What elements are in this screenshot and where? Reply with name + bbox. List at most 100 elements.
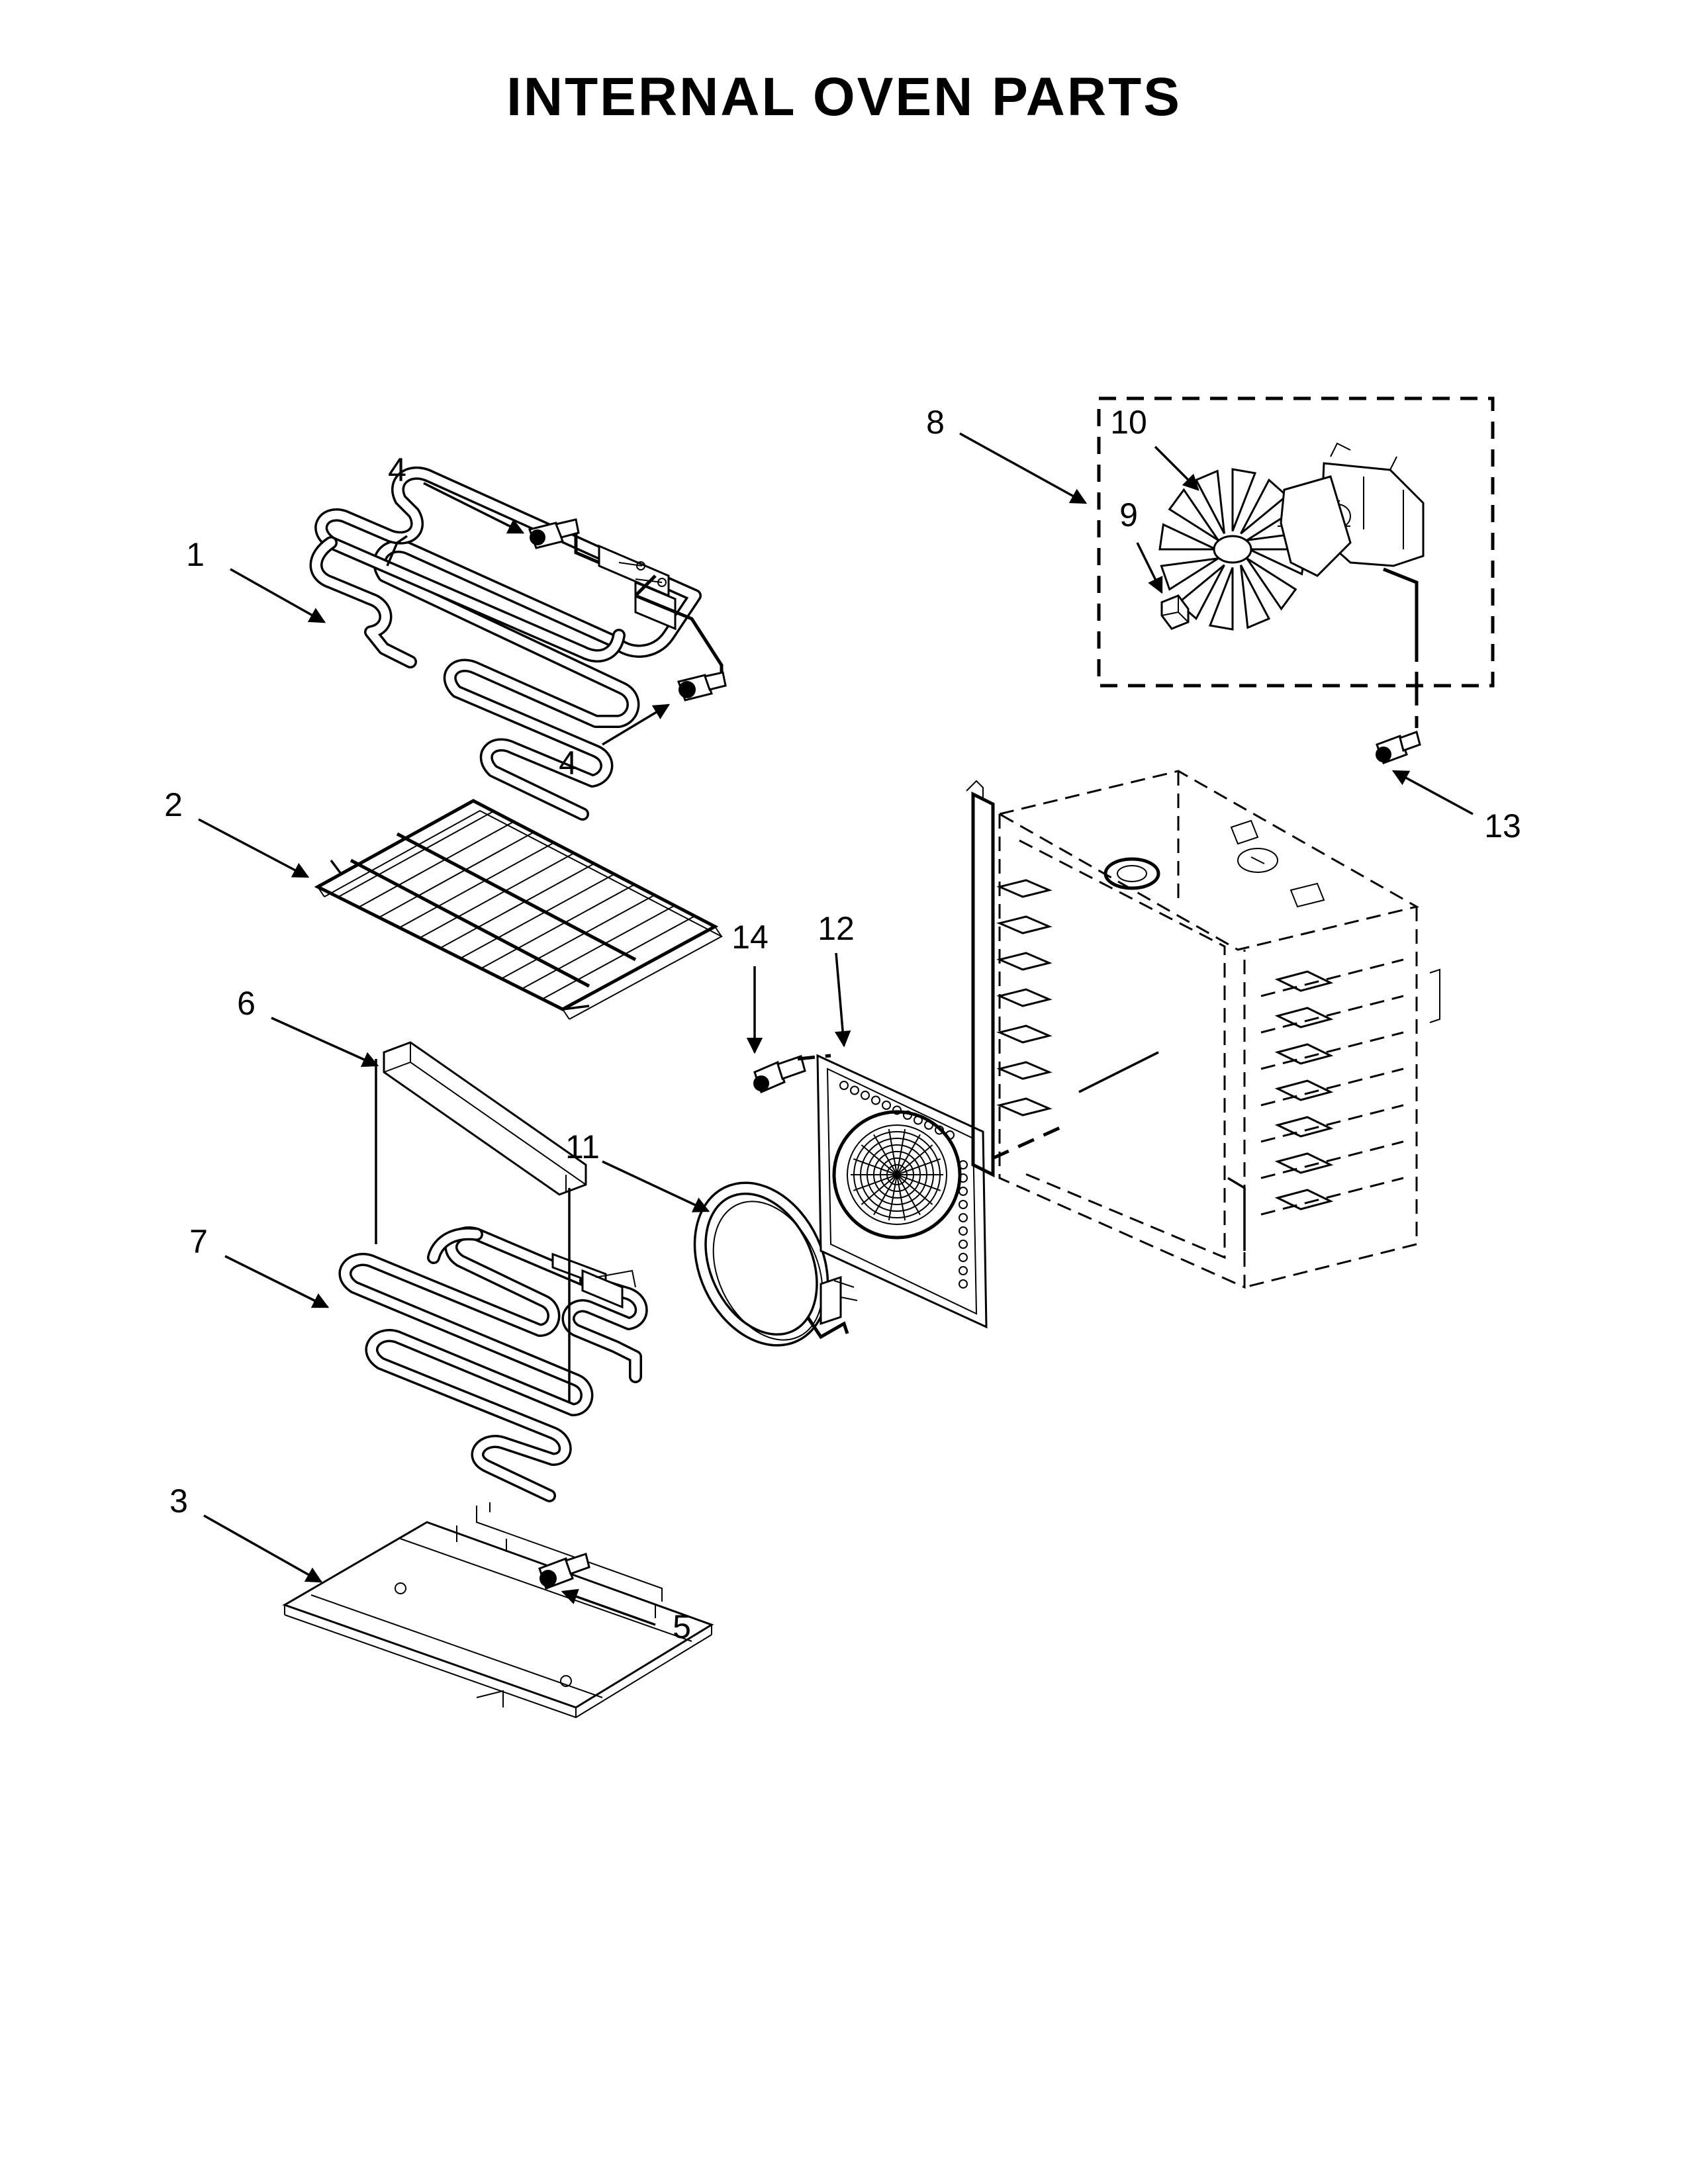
part-2-oven-rack (314, 799, 724, 1020)
grille-spoke (861, 1144, 898, 1175)
part-5-screw (538, 1553, 590, 1590)
fan-blade-vane (1208, 567, 1234, 631)
rack-bar (440, 863, 594, 949)
rack-bar (562, 926, 716, 1010)
callout-9: 9 (1119, 496, 1138, 533)
rack-guide (1274, 1043, 1334, 1065)
rack-guide (1274, 1007, 1334, 1028)
part-8-fan-assembly-box (1097, 396, 1495, 688)
rack-bar (399, 842, 555, 929)
part-4-screw-top (528, 518, 580, 549)
grille-spoke (896, 1128, 906, 1175)
cover-hole (959, 1226, 968, 1236)
callout-14: 14 (731, 919, 769, 956)
callout-12: 12 (818, 910, 855, 947)
rack-guide (996, 988, 1053, 1007)
rack-bar (338, 810, 494, 898)
callout-13: 13 (1484, 807, 1521, 844)
connector-screw14-to-cover (797, 1054, 831, 1061)
cover-hole (882, 1101, 891, 1110)
cover-hole (959, 1173, 968, 1183)
cover-hole (959, 1200, 968, 1209)
grille-spoke (896, 1174, 933, 1205)
callout-8: 8 (926, 404, 945, 441)
fan-blade-vane (1231, 468, 1257, 532)
part-9-nut (1160, 594, 1190, 630)
cover-hole (850, 1085, 859, 1095)
callout-10: 10 (1110, 404, 1147, 441)
rack-bar (379, 831, 534, 919)
cover-hole (871, 1095, 880, 1105)
callout-4-bottom: 4 (559, 745, 577, 782)
rack-guide (996, 952, 1053, 971)
cover-hole (945, 1130, 955, 1140)
rack-bar (317, 800, 474, 887)
cover-hole (903, 1111, 912, 1120)
fan-blade-vane (1246, 557, 1297, 611)
rack-guide (996, 879, 1053, 898)
leader-lines (198, 432, 1474, 1626)
rack-guide-line (1260, 1177, 1404, 1216)
rack-guide (1274, 1189, 1334, 1210)
cover-hole (861, 1091, 870, 1100)
rack-guide (996, 1024, 1053, 1044)
grille-spoke (873, 1174, 898, 1216)
callout-6: 6 (237, 985, 256, 1022)
rack-guide (1274, 1116, 1334, 1138)
grille-spoke (861, 1174, 898, 1205)
rack-bar (541, 915, 696, 1000)
cover-hole (959, 1187, 968, 1196)
cover-hole (959, 1253, 968, 1262)
part-1-broil-element (309, 467, 724, 821)
callout-4-top: 4 (388, 451, 406, 488)
grille-spoke (896, 1174, 906, 1221)
grille-spoke (873, 1134, 898, 1175)
cover-hole (959, 1279, 968, 1289)
rack-guide (1274, 1152, 1334, 1174)
rack-guide-line (1260, 1104, 1404, 1143)
fan-blade-vane (1158, 523, 1217, 551)
rack-guide (996, 1061, 1053, 1080)
fan-blade-vane (1240, 478, 1289, 535)
grille-spoke (888, 1174, 898, 1221)
cover-hole (839, 1081, 849, 1090)
callout-7: 7 (189, 1223, 208, 1260)
cover-hole (924, 1120, 933, 1130)
rack-guide (996, 915, 1053, 934)
cover-hole (959, 1213, 968, 1222)
page-title: INTERNAL OVEN PARTS (506, 67, 1182, 127)
grille-spoke (896, 1144, 933, 1175)
part-10-fan-blade (1158, 468, 1307, 631)
callout-5: 5 (673, 1608, 691, 1645)
rack-guide-line (1260, 1031, 1404, 1070)
cover-hole (959, 1160, 968, 1169)
part-7-bake-element (338, 1226, 648, 1502)
rack-bar (460, 873, 615, 959)
grille-spoke (888, 1128, 898, 1175)
rack-guide (1274, 970, 1334, 992)
grille-spoke (896, 1174, 941, 1191)
rack-bar (419, 852, 575, 938)
cover-hole (892, 1105, 902, 1115)
rack-guide-line (1260, 1140, 1404, 1179)
part-4-screw-bottom (677, 671, 727, 702)
rack-guide-line (1260, 995, 1404, 1034)
grille-spoke (896, 1158, 941, 1175)
rack-bar (501, 894, 655, 979)
rack-bar (358, 821, 514, 908)
cover-hole (935, 1125, 944, 1135)
callout-1: 1 (186, 536, 205, 573)
rack-guide (1274, 1079, 1334, 1101)
part-14-screw (753, 1055, 806, 1094)
rack-guide-line (1260, 958, 1404, 997)
callout-11: 11 (565, 1128, 600, 1165)
fan-blade-vane (1160, 557, 1219, 591)
callout-2: 2 (164, 786, 183, 823)
callout-3: 3 (169, 1482, 188, 1520)
cover-hole (959, 1266, 968, 1275)
grille-spoke (853, 1174, 898, 1191)
fan-blade-vane (1168, 488, 1219, 541)
cover-hole (914, 1115, 923, 1125)
fan-blade-vane (1194, 469, 1225, 534)
